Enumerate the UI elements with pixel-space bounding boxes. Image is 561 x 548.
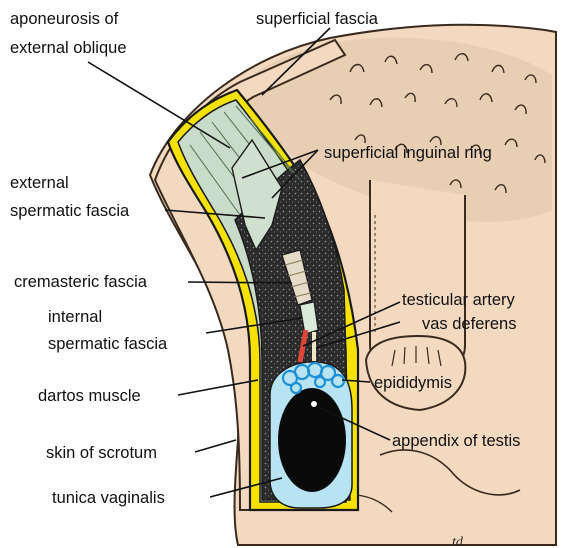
label-internal-spermatic-line1: internal: [48, 308, 102, 326]
label-aponeurosis-line2: external oblique: [10, 39, 127, 57]
label-superficial-inguinal-ring: superficial inguinal ring: [324, 144, 492, 162]
label-superficial-fascia: superficial fascia: [256, 10, 379, 28]
label-cremasteric-fascia: cremasteric fascia: [14, 273, 148, 291]
label-tunica-vaginalis: tunica vaginalis: [52, 489, 165, 507]
label-vas-deferens: vas deferens: [422, 315, 516, 333]
label-external-spermatic-line2: spermatic fascia: [10, 202, 130, 220]
label-external-spermatic-line1: external: [10, 174, 69, 192]
label-epididymis: epididymis: [374, 374, 452, 392]
artist-signature: td: [452, 535, 464, 548]
label-dartos-muscle: dartos muscle: [38, 387, 141, 405]
label-testicular-artery: testicular artery: [402, 291, 516, 309]
label-skin-of-scrotum: skin of scrotum: [46, 444, 157, 462]
label-appendix-of-testis: appendix of testis: [392, 432, 520, 450]
label-internal-spermatic-line2: spermatic fascia: [48, 335, 168, 353]
label-aponeurosis-line1: aponeurosis of: [10, 10, 119, 28]
